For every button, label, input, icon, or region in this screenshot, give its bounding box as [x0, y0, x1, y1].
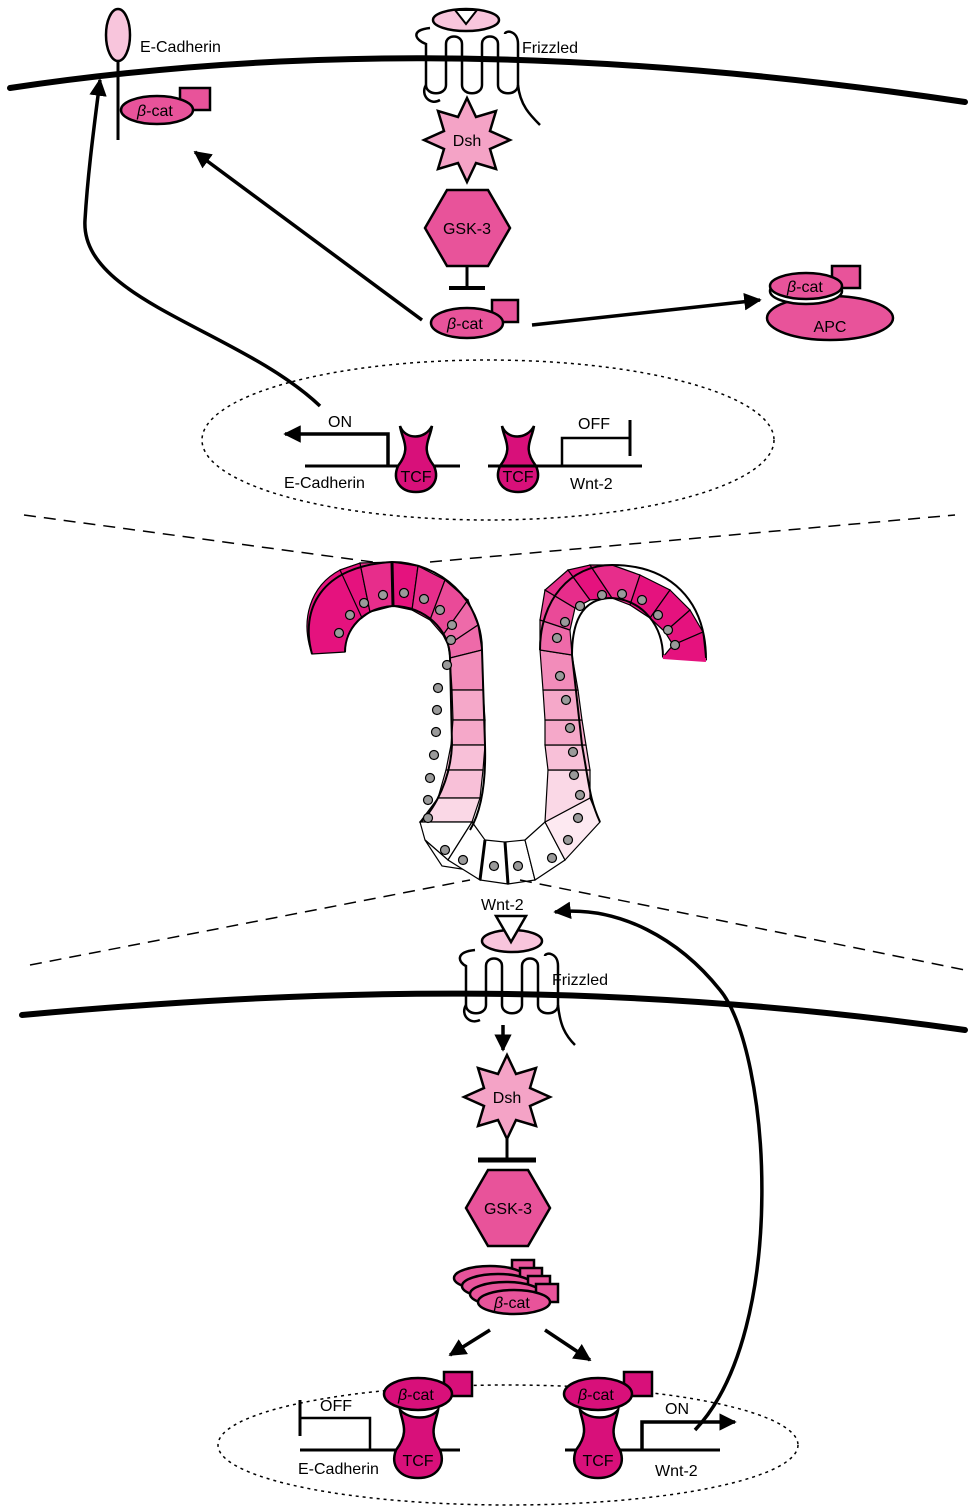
bottom-arrow-bcat-to-left-tcf: [450, 1330, 490, 1355]
bottom-dsh-label: Dsh: [493, 1090, 521, 1107]
bottom-off-label: OFF: [320, 1398, 352, 1415]
bottom-gene-wnt2-label: Wnt-2: [655, 1463, 698, 1480]
top-nucleus: [202, 360, 774, 520]
bottom-bcat-stack: β-cat: [454, 1260, 558, 1314]
top-frizzled-label: Frizzled: [522, 40, 578, 57]
top-frizzled-receptor: [416, 9, 540, 125]
top-gsk3-protein: GSK-3: [425, 190, 510, 266]
top-ecadherin-gene-on: [285, 434, 460, 466]
top-gsk3-label: GSK-3: [443, 221, 491, 238]
bottom-wnt2-ligand-label: Wnt-2: [481, 897, 524, 914]
top-arrow-bcat-to-apc: [532, 300, 760, 325]
top-zoom-line-right: [430, 515, 955, 562]
bottom-tcf-left: TCF β-cat: [384, 1372, 472, 1478]
bottom-gsk3-protein: GSK-3: [466, 1170, 550, 1246]
top-on-label: ON: [328, 414, 352, 431]
bottom-on-label: ON: [665, 1401, 689, 1418]
top-apc-bcat-label: β-cat: [786, 279, 823, 296]
bottom-bcat-stack-label: β-cat: [493, 1295, 530, 1312]
bottom-nucleus: [218, 1385, 798, 1505]
top-arrow-bcat-to-membrane: [195, 152, 422, 320]
top-tcf-left: TCF: [396, 426, 436, 492]
intestinal-crypt: [307, 562, 706, 884]
bottom-cell-membrane: [22, 994, 965, 1030]
bottom-dsh-protein: Dsh: [464, 1055, 550, 1139]
bottom-frizzled-label: Frizzled: [552, 972, 608, 989]
top-gene-ecadherin-label: E-Cadherin: [284, 475, 365, 492]
bottom-zoom-line-right: [520, 880, 965, 970]
top-bcat-cytoplasm-label: β-cat: [446, 316, 483, 333]
top-tcf-left-label: TCF: [400, 469, 431, 486]
bottom-dsh-inhibits-gsk3: [478, 1139, 536, 1160]
bottom-tcf-right-bcat-label: β-cat: [577, 1387, 614, 1404]
top-arrow-ecadherin-expression: [85, 80, 320, 406]
top-ecadherin-label: E-Cadherin: [140, 39, 221, 56]
bottom-wnt2-gene-on: [642, 1422, 735, 1450]
top-apc-label: APC: [814, 319, 847, 336]
top-bcat-membrane-label: β-cat: [136, 103, 173, 120]
top-gene-wnt2-label: Wnt-2: [570, 476, 613, 493]
top-apc-complex: β-cat APC: [767, 266, 893, 340]
bottom-gene-ecadherin-label: E-Cadherin: [298, 1461, 379, 1478]
bottom-tcf-left-bcat-label: β-cat: [397, 1387, 434, 1404]
top-gsk3-inhibits-bcat: [449, 266, 485, 288]
top-zoom-line-left: [24, 515, 380, 563]
top-tcf-right-label: TCF: [502, 469, 533, 486]
bottom-tcf-right-label: TCF: [582, 1453, 613, 1470]
bottom-gsk3-label: GSK-3: [484, 1201, 532, 1218]
top-bcat-membrane: β-cat: [121, 88, 210, 124]
top-tcf-right: TCF: [498, 426, 538, 492]
top-dsh-protein: Dsh: [424, 98, 510, 182]
bottom-zoom-line-left: [30, 880, 470, 965]
top-bcat-cytoplasm: β-cat: [431, 300, 518, 338]
bottom-tcf-left-label: TCF: [402, 1453, 433, 1470]
top-off-label: OFF: [578, 416, 610, 433]
bottom-arrow-bcat-to-right-tcf: [545, 1330, 590, 1360]
top-dsh-label: Dsh: [453, 133, 481, 150]
